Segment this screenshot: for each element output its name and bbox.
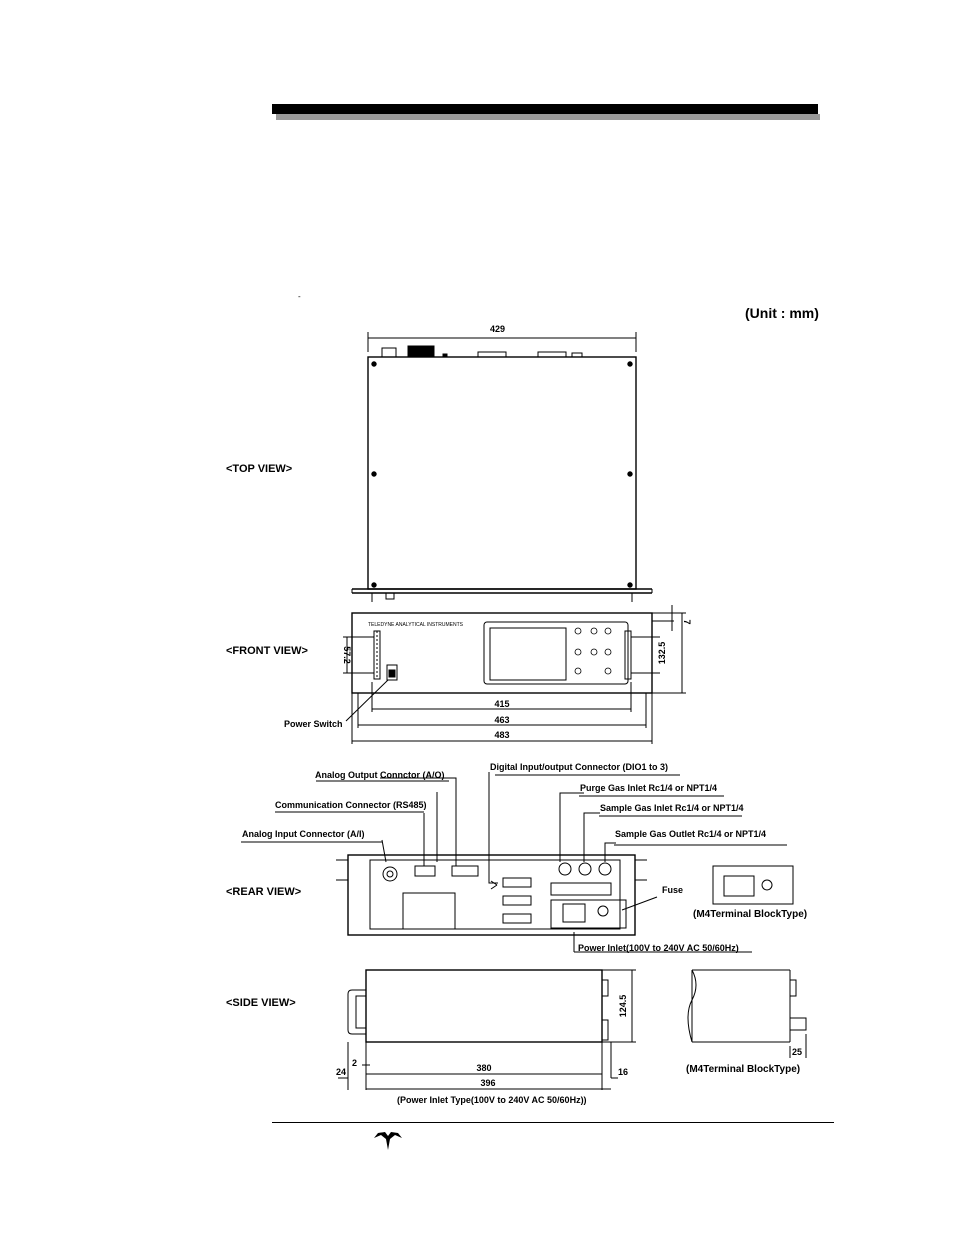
m4-terminal-rear-label: (M4Terminal BlockType)	[693, 909, 808, 920]
brand-text: TELEDYNE ANALYTICAL INSTRUMENTS	[368, 622, 464, 628]
analog-input-callout: Analog Input Connector (A/I)	[242, 829, 365, 839]
m4-terminal-side-label: (M4Terminal BlockType)	[686, 1064, 801, 1075]
communication-callout: Communication Connector (RS485)	[275, 800, 427, 810]
dim-57-2: 57.2	[342, 646, 352, 664]
digital-io-callout: Digital Input/output Connector (DIO1 to …	[490, 762, 668, 772]
dim-396: 396	[480, 1078, 495, 1088]
front-view-label: <FRONT VIEW>	[226, 645, 308, 657]
dim-124-5: 124.5	[618, 995, 628, 1018]
top-view-drawing	[351, 332, 653, 602]
dim-24: 24	[336, 1067, 346, 1077]
power-inlet-type-label: (Power Inlet Type(100V to 240V AC 50/60H…	[397, 1095, 587, 1105]
purge-gas-inlet-callout: Purge Gas Inlet Rc1/4 or NPT1/4	[580, 783, 718, 793]
rear-view-drawing	[241, 772, 794, 953]
fuse-callout: Fuse	[662, 885, 684, 895]
dim-429: 429	[490, 324, 505, 334]
teledyne-logo-icon	[374, 1132, 402, 1150]
header-rule	[272, 104, 818, 114]
rear-view-label: <REAR VIEW>	[226, 886, 302, 898]
side-view-label: <SIDE VIEW>	[226, 997, 296, 1009]
dash-mark: -	[298, 292, 301, 301]
dim-415: 415	[494, 699, 509, 709]
dim-463: 463	[494, 715, 509, 725]
unit-label: (Unit : mm)	[745, 305, 819, 321]
footer-rule	[272, 1122, 834, 1123]
dim-7: 7	[682, 619, 692, 624]
power-switch-label: Power Switch	[284, 719, 343, 729]
side-view-drawing	[338, 969, 807, 1090]
dim-2: 2	[352, 1058, 357, 1068]
sample-gas-inlet-callout: Sample Gas Inlet Rc1/4 or NPT1/4	[600, 803, 744, 813]
top-view-label: <TOP VIEW>	[226, 463, 293, 475]
dim-132-5: 132.5	[657, 642, 667, 665]
dim-483: 483	[494, 730, 509, 740]
sample-gas-outlet-callout: Sample Gas Outlet Rc1/4 or NPT1/4	[615, 829, 767, 839]
dim-25: 25	[792, 1047, 802, 1057]
header-rule-shadow	[276, 114, 820, 120]
front-view-drawing	[343, 605, 686, 744]
dim-380: 380	[476, 1063, 491, 1073]
analog-output-callout: Analog Output Connctor (A/O)	[315, 770, 445, 780]
dim-16: 16	[618, 1067, 628, 1077]
power-inlet-callout: Power Inlet(100V to 240V AC 50/60Hz)	[578, 943, 739, 953]
